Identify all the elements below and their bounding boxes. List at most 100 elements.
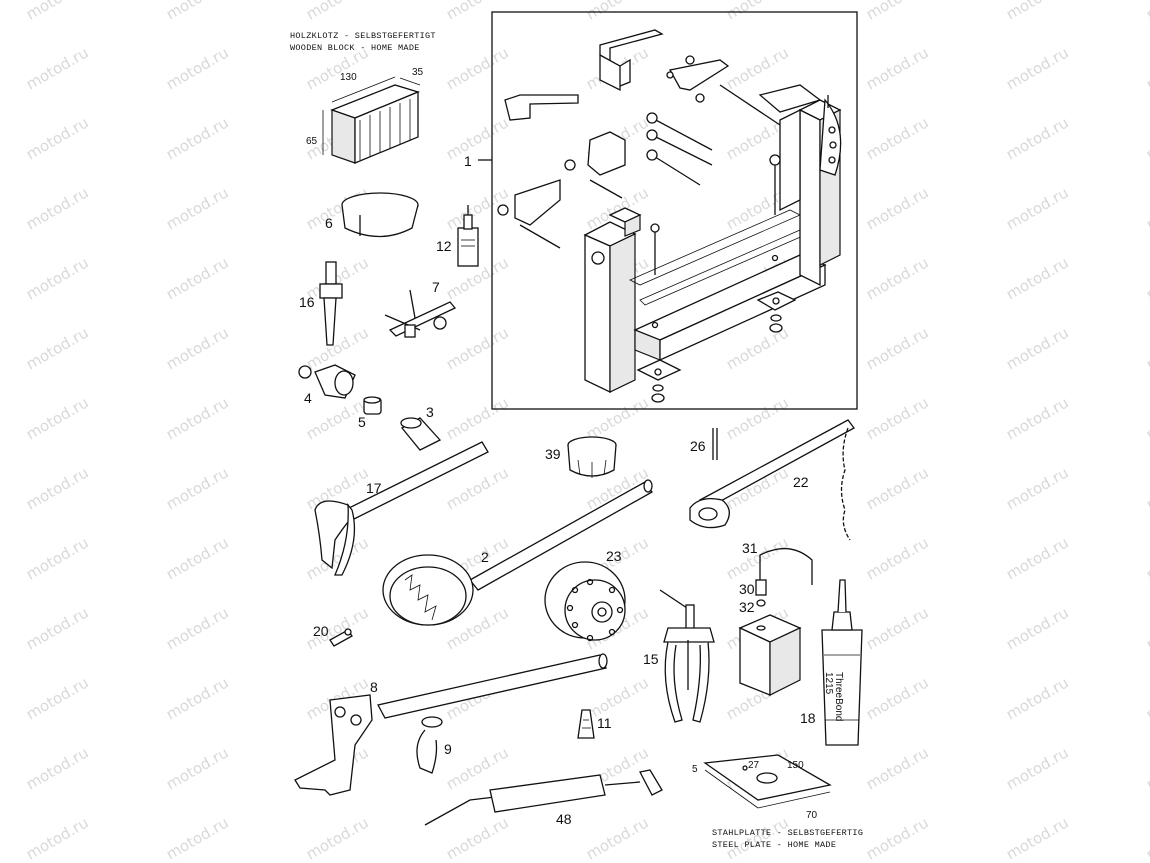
callout-39: 39 — [545, 446, 561, 462]
callout-2: 2 — [481, 549, 489, 565]
grease-gun-48 — [424, 769, 663, 826]
watermark-text: motod.ru — [23, 813, 92, 863]
watermark-text: motod.ru — [583, 393, 652, 443]
watermark-text: motod.ru — [863, 113, 932, 163]
flywheel-puller-23 — [544, 561, 626, 642]
watermark-text: motod.ru — [443, 43, 512, 93]
watermark-text: motod.ru — [163, 253, 232, 303]
callout-12: 12 — [436, 238, 452, 254]
glue-bottle-12 — [457, 205, 479, 267]
plate-hole-dim: 27 — [748, 760, 760, 771]
block-width-dim: 35 — [412, 67, 424, 78]
ring-tool-6 — [341, 192, 419, 238]
watermark-text: motod.ru — [1143, 253, 1150, 303]
tube-code: 1215 — [823, 672, 834, 695]
watermark-text: motod.ru — [23, 0, 92, 23]
watermark-text: motod.ru — [723, 393, 792, 443]
puller-16 — [319, 261, 343, 346]
watermark-text: motod.ru — [1003, 113, 1072, 163]
watermark-text: motod.ru — [1003, 673, 1072, 723]
watermark-text: motod.ru — [863, 323, 932, 373]
callout-31: 31 — [742, 540, 758, 556]
watermark-text: motod.ru — [863, 743, 932, 793]
clutch-cup-39 — [567, 436, 617, 478]
watermark-text: motod.ru — [1143, 533, 1150, 583]
watermark-text: motod.ru — [1003, 393, 1072, 443]
watermark-text: motod.ru — [1143, 813, 1150, 863]
watermark-text: motod.ru — [443, 393, 512, 443]
callout-7: 7 — [432, 279, 440, 295]
watermark-text: motod.ru — [1143, 743, 1150, 793]
frame-brackets — [504, 29, 730, 226]
plate-width-dim: 70 — [806, 810, 818, 821]
callout-22: 22 — [793, 474, 809, 490]
callout-11: 11 — [597, 715, 612, 731]
watermark-text: motod.ru — [583, 813, 652, 863]
watermark-text: motod.ru — [1003, 253, 1072, 303]
watermark-text: motod.ru — [163, 43, 232, 93]
watermark-text: motod.ru — [1143, 393, 1150, 443]
sleeve-3 — [400, 417, 442, 451]
watermark-text: motod.ru — [163, 813, 232, 863]
callout-3: 3 — [426, 404, 434, 420]
watermark-text: motod.ru — [863, 253, 932, 303]
watermark-text: motod.ru — [723, 323, 792, 373]
gear-puller-15 — [659, 589, 715, 723]
callout-32: 32 — [739, 599, 755, 615]
clutch-holder-2 — [382, 479, 653, 626]
watermark-text: motod.ru — [1003, 323, 1072, 373]
holder-bracket-8 — [294, 653, 608, 796]
plate-length-dim: 150 — [787, 760, 804, 771]
watermark-text: motod.ru — [1143, 183, 1150, 233]
watermark-text: motod.ru — [303, 813, 372, 863]
tin-can — [738, 614, 802, 696]
callout-5: 5 — [358, 414, 366, 430]
watermark-text: motod.ru — [443, 113, 512, 163]
watermark-text: motod.ru — [23, 183, 92, 233]
watermark-text: motod.ru — [23, 113, 92, 163]
plug-11 — [577, 709, 595, 739]
watermark-text: motod.ru — [583, 673, 652, 723]
watermark-text: motod.ru — [723, 43, 792, 93]
pin-26 — [712, 428, 718, 460]
block-length-dim: 130 — [340, 72, 357, 83]
watermark-text: motod.ru — [443, 463, 512, 513]
block-height-dim: 65 — [306, 136, 318, 147]
callout-15: 15 — [643, 651, 659, 667]
watermark-text: motod.ru — [1143, 673, 1150, 723]
watermark-text: motod.ru — [163, 393, 232, 443]
bushing-5 — [363, 396, 382, 415]
watermark-text: motod.ru — [443, 743, 512, 793]
watermark-text: motod.ru — [1003, 183, 1072, 233]
tube-brand: ThreeBond — [833, 672, 844, 721]
watermark-text: motod.ru — [863, 43, 932, 93]
watermark-text: motod.ru — [303, 533, 372, 583]
watermark-text: motod.ru — [163, 0, 232, 23]
watermark-text: motod.ru — [1143, 0, 1150, 23]
watermark-text: motod.ru — [1143, 323, 1150, 373]
callout-9: 9 — [444, 741, 452, 757]
watermark-text: motod.ru — [863, 463, 932, 513]
hook-wrench-17 — [314, 441, 489, 576]
watermark-text: motod.ru — [1003, 43, 1072, 93]
watermark-text: motod.ru — [1003, 533, 1072, 583]
bar-tool-7 — [384, 289, 457, 338]
watermark-text: motod.ru — [863, 603, 932, 653]
watermark-text: motod.ru — [443, 323, 512, 373]
engine-stand-frame — [583, 84, 842, 394]
watermark-text: motod.ru — [1143, 113, 1150, 163]
frame-feet — [636, 291, 797, 403]
callout-30: 30 — [739, 581, 755, 597]
sealant-tube-18: ThreeBond 1215 — [821, 579, 863, 746]
watermark-text: motod.ru — [23, 743, 92, 793]
watermark-text: motod.ru — [443, 813, 512, 863]
watermark-text: motod.ru — [23, 253, 92, 303]
steel-plate — [703, 754, 832, 809]
nipple-30-32 — [755, 579, 767, 607]
chain-wrench-22 — [689, 419, 855, 541]
watermark-text: motod.ru — [1003, 463, 1072, 513]
frame-bolts — [497, 55, 781, 275]
watermark-text: motod.ru — [863, 183, 932, 233]
callout-18: 18 — [800, 710, 816, 726]
